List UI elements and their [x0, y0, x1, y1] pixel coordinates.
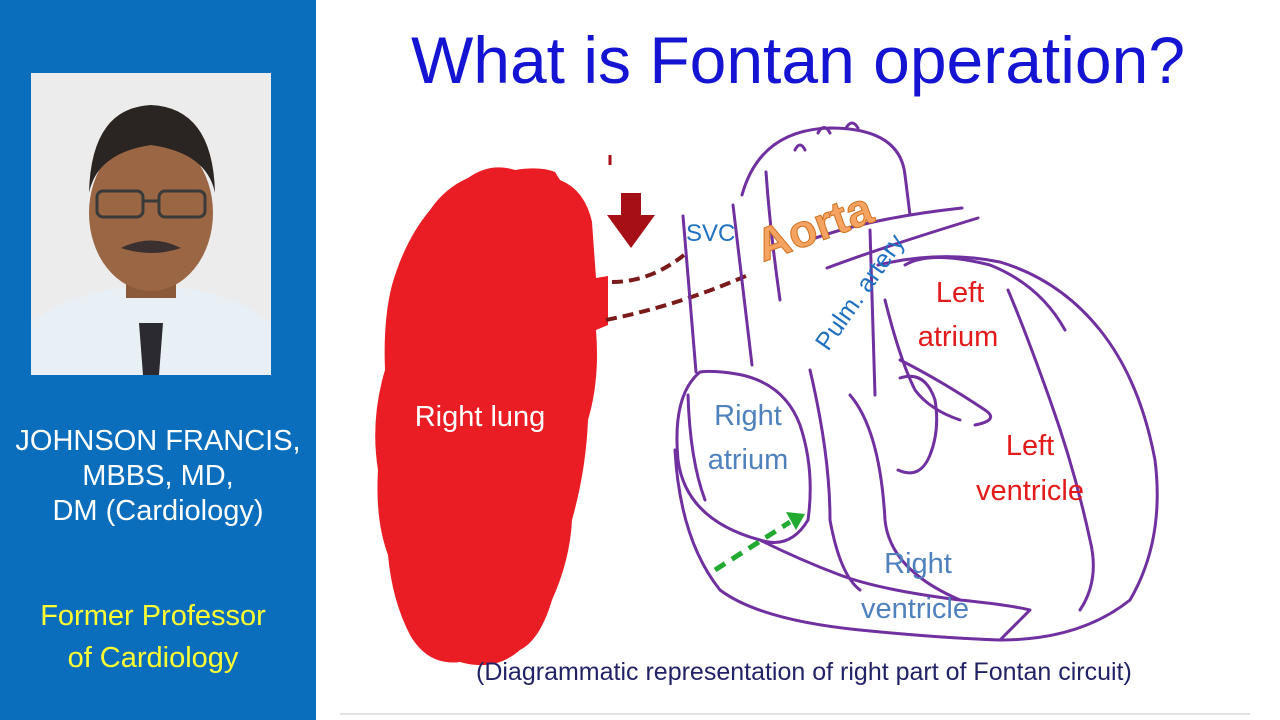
presenter-role-line: of Cardiology: [67, 642, 239, 674]
down-arrow-icon: [607, 155, 655, 248]
right-ventricle-label-1: Right: [884, 548, 952, 580]
fontan-diagram: Right lung: [375, 121, 1159, 666]
diagram-caption: (Diagrammatic representation of right pa…: [476, 658, 1132, 686]
dashed-conduit-upper: [611, 253, 686, 284]
left-ventricle-label-1: Left: [1006, 430, 1054, 462]
dashed-arrow-icon: [713, 512, 805, 573]
left-ventricle-label-2: ventricle: [976, 475, 1084, 507]
right-ventricle-label-2: ventricle: [861, 593, 969, 625]
right-lung-label: Right lung: [415, 401, 546, 433]
presenter-role-line: Former Professor: [40, 600, 266, 632]
heart-outline: [673, 121, 1159, 642]
presenter-name-line: MBBS, MD,: [82, 460, 234, 492]
svc-label: SVC: [686, 220, 735, 247]
left-atrium-label-1: Left: [936, 277, 984, 309]
presenter-name-line: JOHNSON FRANCIS,: [15, 425, 301, 457]
right-lung-shape: [375, 167, 608, 666]
presenter-name: JOHNSON FRANCIS, MBBS, MD, DM (Cardiolog…: [0, 424, 316, 529]
right-atrium-label-2: atrium: [708, 444, 789, 476]
presenter-role: Former Professor of Cardiology: [0, 595, 306, 679]
left-atrium-label-2: atrium: [918, 321, 999, 353]
slide-title: What is Fontan operation?: [410, 23, 1186, 97]
presenter-sidebar: JOHNSON FRANCIS, MBBS, MD, DM (Cardiolog…: [0, 0, 316, 720]
presenter-photo: [31, 73, 271, 375]
slide-divider: [340, 713, 1250, 715]
presenter-portrait: [31, 73, 271, 375]
right-atrium-label-1: Right: [714, 400, 782, 432]
dashed-conduit-lower: [605, 273, 749, 322]
presenter-name-line: DM (Cardiology): [52, 495, 264, 527]
